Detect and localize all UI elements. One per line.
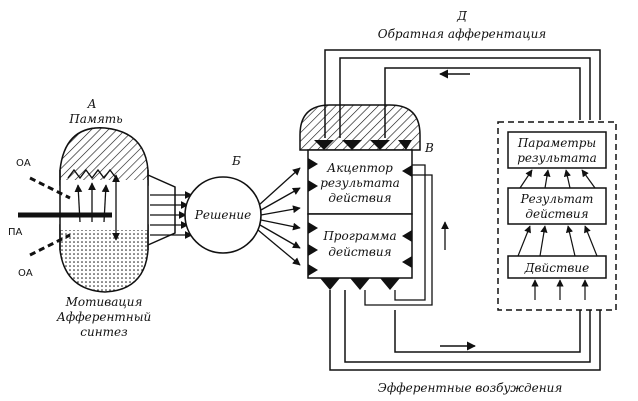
synthesis-outlet <box>147 174 176 246</box>
result-box <box>507 187 607 225</box>
label-params-1: Параметры <box>517 136 596 150</box>
acceptor-feedback-loops <box>364 164 449 306</box>
synthesis-to-decision-arrows <box>150 191 193 239</box>
label-params-2: результата <box>517 151 597 165</box>
oa-top-line <box>29 176 71 200</box>
decision-to-acceptor-arrows <box>257 167 301 266</box>
label-acceptor-2: результата <box>320 176 400 190</box>
afferent-synthesis-block <box>18 127 193 293</box>
label-afferent: Афферентный <box>56 310 151 324</box>
label-result-2: действия <box>525 207 588 221</box>
label-program-1: Программа <box>322 229 396 243</box>
label-synthesis: синтез <box>80 325 127 339</box>
acceptor-program-block <box>299 104 421 290</box>
label-A: А <box>86 97 96 111</box>
label-V: В <box>424 141 434 155</box>
motivation-dotted-area <box>59 224 149 293</box>
feedback-loops <box>324 49 601 371</box>
label-feedback: Обратная афферентация <box>378 27 547 41</box>
label-acceptor-1: Акцептор <box>326 161 393 175</box>
result-internal-arrows <box>517 169 598 300</box>
label-decision: Решение <box>194 208 251 222</box>
label-acceptor-3: действия <box>328 191 391 205</box>
memory-hatched-area <box>59 127 149 186</box>
label-action: Двйствие <box>524 261 589 275</box>
label-motivation: Мотивация <box>65 295 143 309</box>
params-box <box>507 131 607 169</box>
result-container <box>497 121 617 311</box>
synthesis-core <box>60 180 148 230</box>
label-D: Д <box>456 9 467 23</box>
label-oa-bottom: ОА <box>18 268 33 279</box>
label-efferent: Эфферентные возбуждения <box>378 381 563 395</box>
label-pa: ПА <box>8 227 23 238</box>
label-memory: Память <box>68 112 122 126</box>
label-result-1: Результат <box>520 192 594 206</box>
action-box <box>507 255 607 279</box>
label-oa-top: ОА <box>16 158 31 169</box>
label-program-2: действия <box>328 245 391 259</box>
memory-zigzag <box>67 168 117 180</box>
oa-bottom-line <box>29 233 71 257</box>
label-B: Б <box>231 154 241 168</box>
acceptor-hatched-top <box>299 104 421 151</box>
